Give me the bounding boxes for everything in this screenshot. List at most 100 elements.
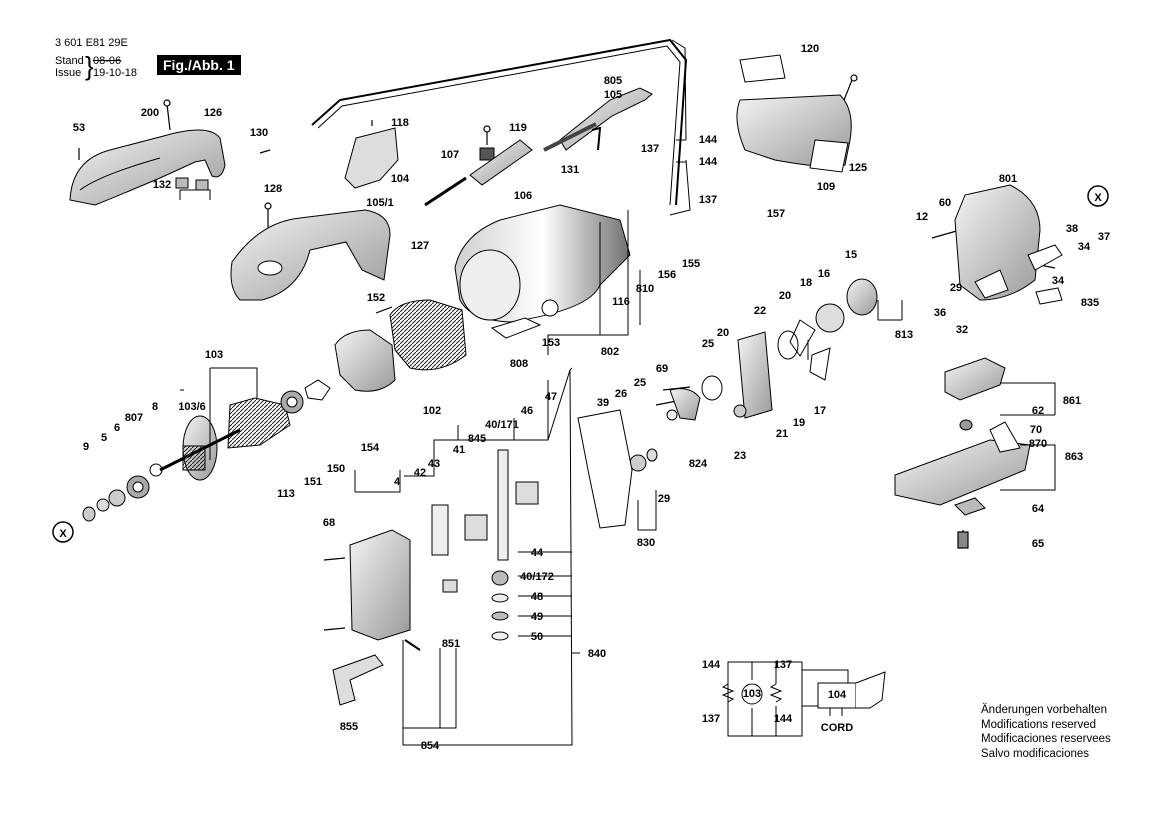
- note-en: Modifications reserved: [981, 718, 1097, 731]
- part-number-label: 144: [774, 713, 793, 725]
- note-de: Änderungen vorbehalten: [981, 704, 1107, 716]
- part-number-label: 155: [682, 258, 700, 270]
- part-number-label: 47: [545, 391, 557, 403]
- part-number-label: 21: [776, 428, 788, 440]
- connector-x-label: X: [1094, 192, 1102, 204]
- modification-notes: Änderungen vorbehalten Modifications res…: [981, 703, 1111, 761]
- part-number-label: 102: [423, 405, 441, 417]
- part-number-label: 26: [615, 388, 627, 400]
- part-number-label: 41: [453, 444, 465, 456]
- note-es: Salvo modificaciones: [981, 747, 1090, 760]
- part-number-label: 43: [428, 458, 440, 470]
- note-fr: Modificaciones reservees: [981, 733, 1111, 745]
- part-number-label: 801: [999, 173, 1017, 185]
- part-number-label: 807: [125, 412, 143, 424]
- part-number-label: 69: [656, 363, 668, 375]
- part-number-label: 34: [1078, 241, 1091, 253]
- part-number-label: CORD: [821, 722, 853, 734]
- part-number-label: 42: [414, 467, 426, 479]
- part-number-label: 20: [717, 327, 729, 339]
- stand-date: 08-06: [93, 55, 122, 67]
- part-number-label: 17: [814, 405, 826, 417]
- part-number-label: 18: [800, 277, 812, 289]
- part-number-label: 109: [817, 181, 835, 193]
- part-number-label: 4: [394, 476, 401, 488]
- part-number-label: 38: [1066, 223, 1078, 235]
- part-number-label: 153: [542, 337, 560, 349]
- part-number-label: 144: [702, 659, 721, 671]
- part-number-label: 144: [699, 134, 718, 146]
- part-number-label: 25: [634, 377, 646, 389]
- part-number-label: 151: [304, 476, 322, 488]
- part-number-label: 137: [699, 194, 717, 206]
- part-number-label: 6: [114, 422, 120, 434]
- part-number-label: 60: [939, 197, 951, 209]
- brace-glyph: }: [85, 51, 94, 81]
- connector-x-circle: [52, 521, 74, 543]
- part-number-label: 137: [702, 713, 720, 725]
- part-number-label: 8: [152, 401, 158, 413]
- part-number-label: 53: [73, 122, 85, 134]
- part-number-label: 137: [641, 143, 659, 155]
- part-number-label: 863: [1065, 451, 1083, 463]
- part-number-label: 5: [101, 432, 107, 444]
- part-number-label: 39: [597, 397, 609, 409]
- part-number-label: 125: [849, 162, 867, 174]
- doc-number: 3 601 E81 29E: [55, 37, 128, 49]
- part-number-label: 22: [754, 305, 766, 317]
- part-number-label: 106: [514, 190, 532, 202]
- part-number-label: 103: [205, 349, 223, 361]
- part-number-label: 65: [1032, 538, 1044, 550]
- connector-x-label: X: [59, 528, 67, 540]
- part-number-label: 70: [1030, 424, 1042, 436]
- part-number-label: 802: [601, 346, 619, 358]
- part-number-label: 19: [793, 417, 805, 429]
- part-number-label: 103: [743, 688, 761, 700]
- part-number-label: 34: [1052, 275, 1065, 287]
- part-number-label: 36: [934, 307, 946, 319]
- part-number-label: 116: [612, 296, 630, 308]
- part-number-label: 861: [1063, 395, 1081, 407]
- part-number-label: 808: [510, 358, 528, 370]
- part-number-label: 126: [204, 107, 222, 119]
- part-number-label: 62: [1032, 405, 1044, 417]
- part-number-label: 851: [442, 638, 460, 650]
- part-number-label: 46: [521, 405, 533, 417]
- part-number-label: 131: [561, 164, 579, 176]
- part-number-label: 40/172: [520, 571, 554, 583]
- part-number-label: 49: [531, 611, 543, 623]
- part-number-label: 68: [323, 517, 335, 529]
- part-number-label: 154: [361, 442, 380, 454]
- part-number-label: 107: [441, 149, 459, 161]
- part-number-label: 119: [509, 122, 527, 134]
- part-number-label: 32: [956, 324, 968, 336]
- connector-x-circle: [1087, 185, 1109, 207]
- part-number-label: 805: [604, 75, 622, 87]
- part-number-label: 105: [604, 89, 622, 101]
- part-number-label: 105/1: [366, 197, 394, 209]
- part-number-label: 113: [277, 488, 295, 500]
- part-number-label: 830: [637, 537, 655, 549]
- part-number-label: 144: [699, 156, 718, 168]
- stand-label: Stand: [55, 55, 84, 67]
- part-number-label: 150: [327, 463, 345, 475]
- part-number-label: 200: [141, 107, 159, 119]
- part-number-label: 835: [1081, 297, 1099, 309]
- part-number-label: 44: [531, 547, 544, 559]
- part-number-label: 64: [1032, 503, 1045, 515]
- part-number-label: 854: [421, 740, 440, 752]
- part-number-label: 37: [1098, 231, 1110, 243]
- figure-label: Fig./Abb. 1: [157, 55, 241, 75]
- part-number-label: 50: [531, 631, 543, 643]
- part-number-label: 48: [531, 591, 543, 603]
- part-number-label: 29: [950, 282, 962, 294]
- part-number-label: 29: [658, 493, 670, 505]
- part-number-label: 16: [818, 268, 830, 280]
- part-number-label: 127: [411, 240, 429, 252]
- part-number-label: 130: [250, 127, 268, 139]
- part-number-label: 12: [916, 211, 928, 223]
- issue-date: 19-10-18: [93, 67, 138, 79]
- part-number-label: 120: [801, 43, 819, 55]
